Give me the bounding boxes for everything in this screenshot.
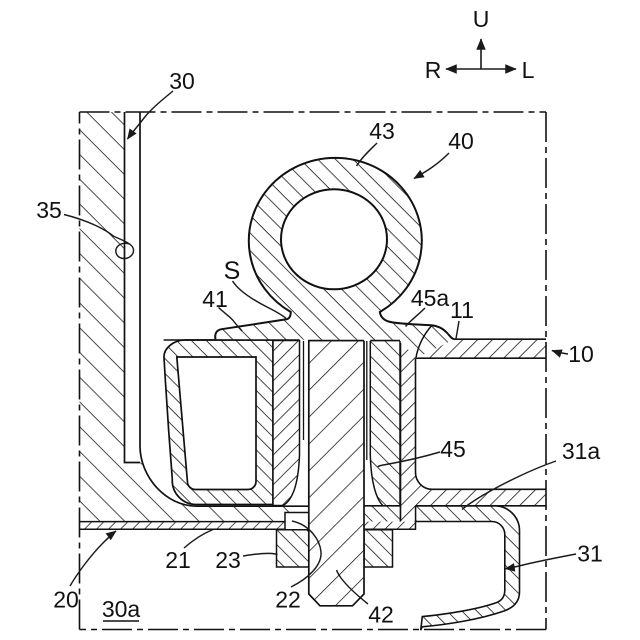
svg-text:30: 30 — [169, 68, 195, 94]
svg-text:20: 20 — [53, 587, 79, 613]
svg-text:R: R — [425, 57, 442, 83]
svg-text:31: 31 — [577, 541, 603, 567]
svg-text:43: 43 — [369, 118, 395, 144]
svg-text:45a: 45a — [411, 285, 450, 311]
svg-text:41: 41 — [202, 286, 228, 312]
svg-text:L: L — [522, 57, 535, 83]
svg-text:22: 22 — [275, 587, 301, 613]
svg-text:40: 40 — [448, 128, 474, 154]
svg-text:42: 42 — [368, 602, 394, 628]
svg-text:35: 35 — [36, 197, 62, 223]
svg-text:30a: 30a — [102, 596, 141, 622]
svg-text:21: 21 — [165, 547, 191, 573]
svg-text:S: S — [224, 257, 241, 285]
svg-text:U: U — [473, 6, 490, 32]
svg-text:10: 10 — [568, 341, 594, 367]
svg-text:45: 45 — [440, 436, 466, 462]
svg-text:11: 11 — [450, 297, 474, 323]
svg-text:31a: 31a — [562, 438, 601, 464]
svg-text:23: 23 — [215, 547, 241, 573]
